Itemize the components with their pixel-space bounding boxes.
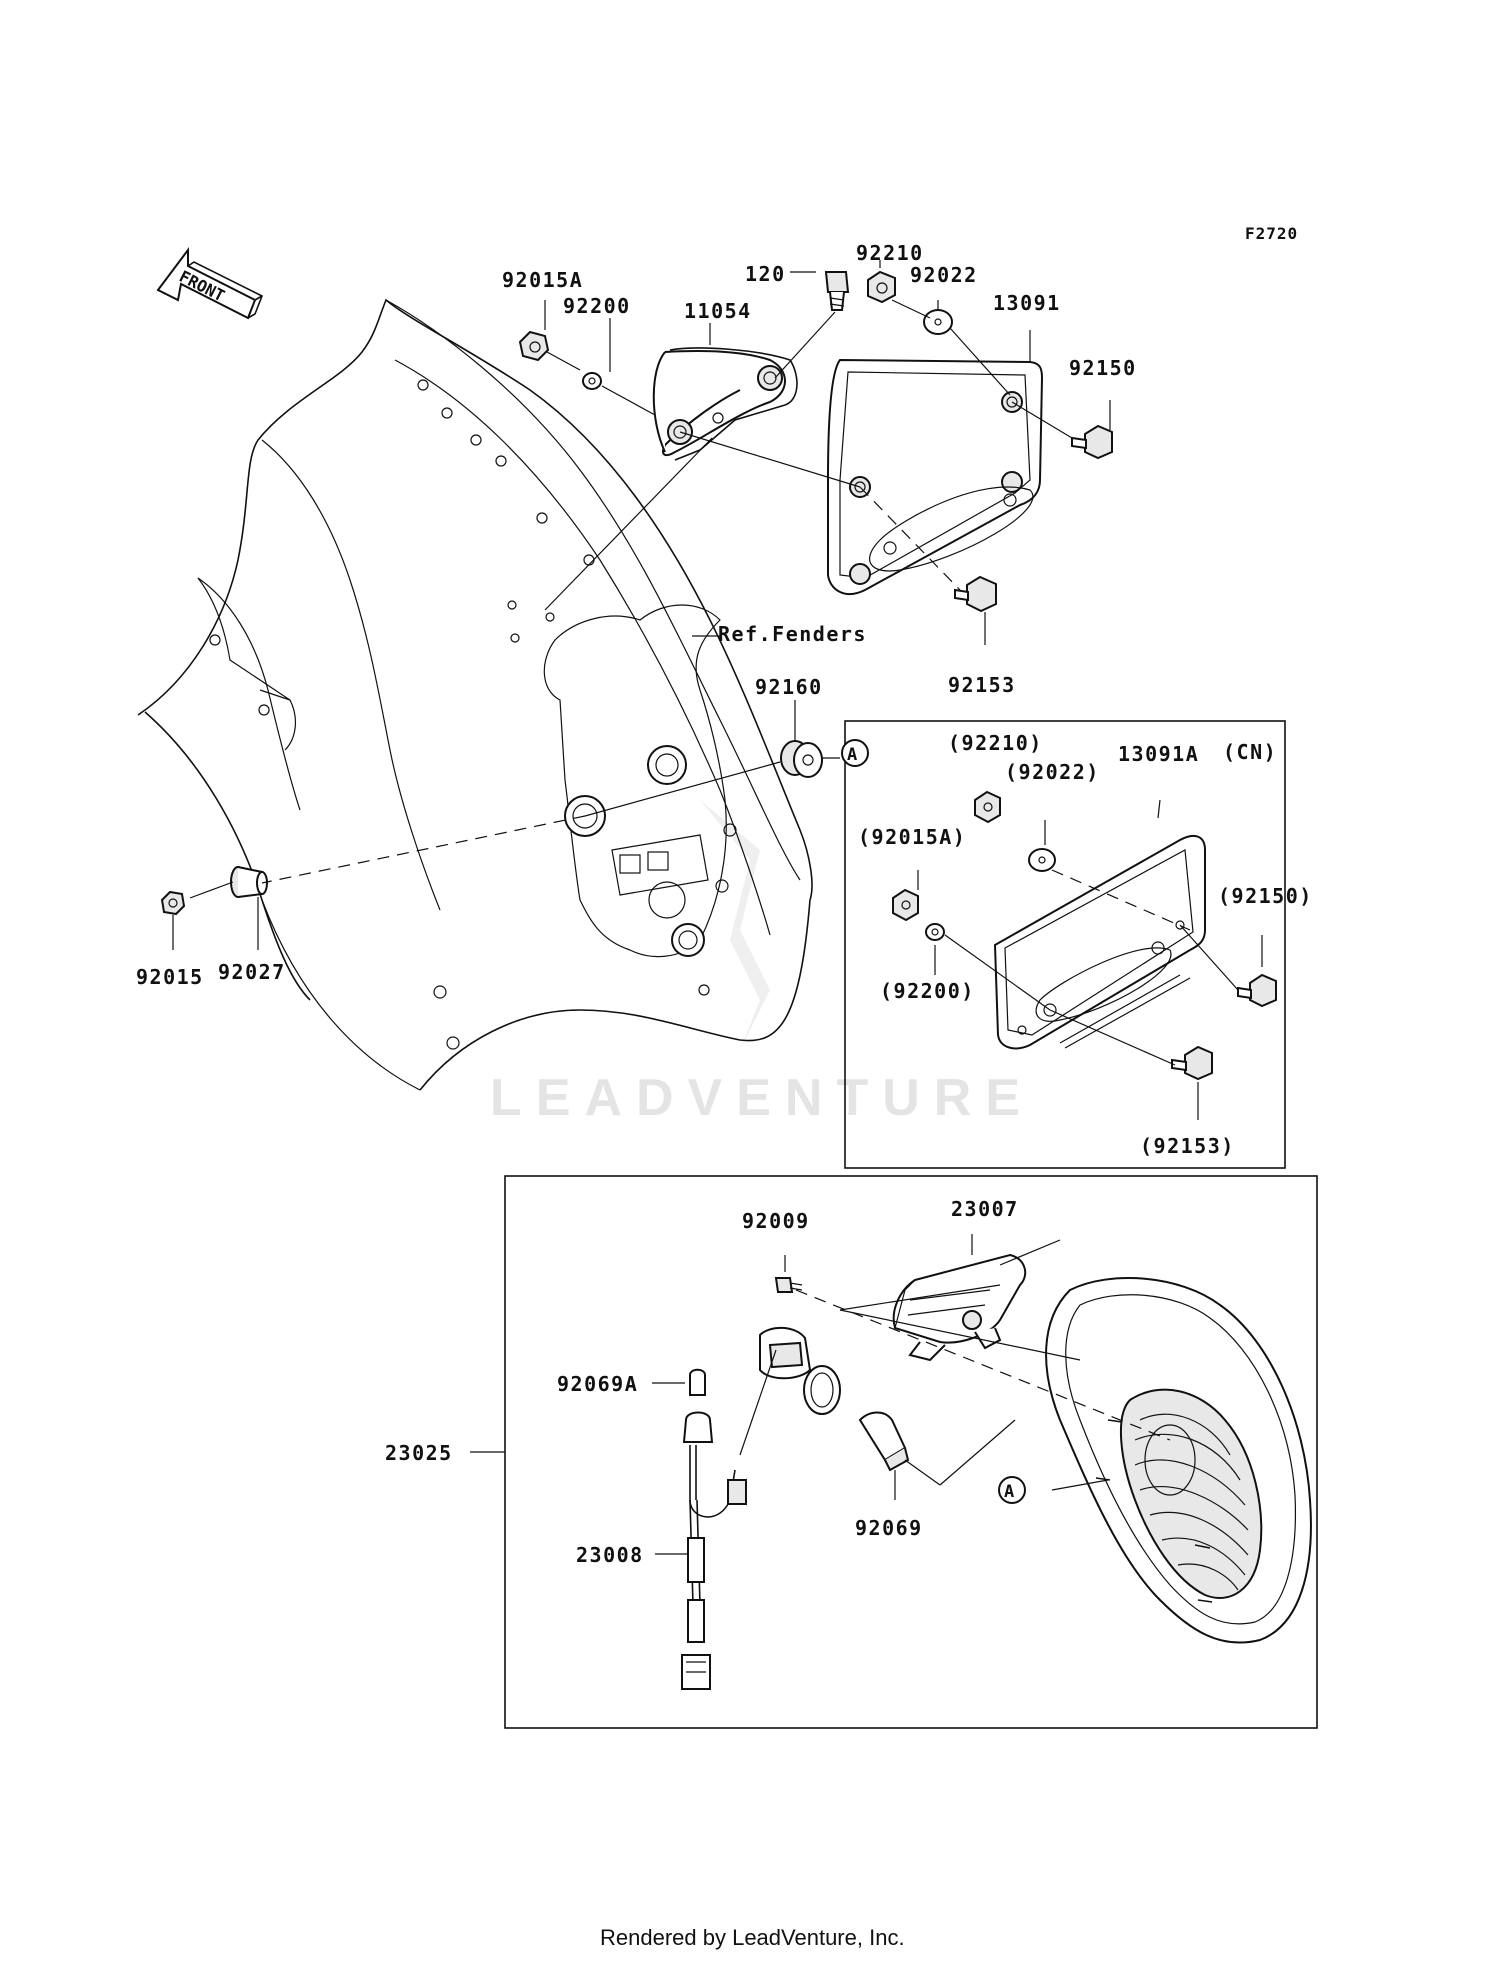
cn-label-92015A: (92015A) [858, 825, 966, 849]
grommet-92160 [780, 740, 823, 778]
connector-mark-a-upper: A [841, 739, 869, 767]
bolt-92153 [954, 575, 997, 613]
label-92015: 92015 [136, 965, 204, 989]
label-92069: 92069 [855, 1516, 923, 1540]
cn-title: (CN) [1223, 740, 1277, 764]
footer-credit: Rendered by LeadVenture, Inc. [600, 1925, 905, 1950]
label-92015A: 92015A [502, 268, 583, 292]
label-23008: 23008 [576, 1543, 644, 1567]
connector-mark-a-lower: A [998, 1476, 1026, 1504]
watermark-text: LEADVENTURE [490, 1069, 1034, 1127]
label-23007: 23007 [951, 1197, 1019, 1221]
label-92022: 92022 [910, 263, 978, 287]
collar-92027 [230, 866, 268, 898]
label-92153: 92153 [948, 673, 1016, 697]
cn-variant-box [844, 720, 1286, 1169]
cn-label-92153: (92153) [1140, 1134, 1235, 1158]
label-11054: 11054 [684, 299, 752, 323]
label-23025: 23025 [385, 1441, 453, 1465]
label-92160: 92160 [755, 675, 823, 699]
nut-92015 [160, 890, 186, 916]
label-92210: 92210 [856, 241, 924, 265]
cn-label-92200: (92200) [880, 979, 975, 1003]
label-92069A: 92069A [557, 1372, 638, 1396]
diagram-code: F2720 [1245, 224, 1298, 243]
washer-92200 [582, 372, 602, 390]
license-bracket-11054 [652, 347, 798, 461]
license-plate-bracket-13091 [827, 358, 1044, 595]
label-92009: 92009 [742, 1209, 810, 1233]
label-120: 120 [745, 262, 786, 286]
part-labels: 92015A 92200 11054 120 92210 92022 13091… [136, 241, 1137, 1567]
taillight-assembly-box [470, 1175, 1318, 1729]
front-arrow-icon: FRONT [156, 247, 264, 320]
connector-mark-a-upper-label: A [847, 745, 859, 765]
nut-92210 [867, 270, 896, 304]
cn-box-labels: (92210) (92022) 13091A (CN) (92015A) (92… [858, 731, 1313, 1158]
leader-lines-top [172, 260, 1111, 950]
cn-label-92022: (92022) [1005, 760, 1100, 784]
rear-fender-outline [137, 298, 813, 1091]
bolt-92150 [1071, 424, 1113, 460]
screw-120 [824, 271, 850, 311]
watermark: LEADVENTURE [490, 800, 1034, 1127]
washer-92022 [923, 309, 953, 335]
label-ref-fenders: Ref.Fenders [718, 622, 867, 646]
cn-label-13091A: 13091A [1118, 742, 1199, 766]
label-92200: 92200 [563, 294, 631, 318]
label-92027: 92027 [218, 960, 286, 984]
label-92150: 92150 [1069, 356, 1137, 380]
label-13091: 13091 [993, 291, 1061, 315]
nut-92015A [518, 330, 550, 362]
cn-label-92150: (92150) [1218, 884, 1313, 908]
cn-label-92210: (92210) [948, 731, 1043, 755]
connector-mark-a-lower-label: A [1004, 1482, 1016, 1502]
